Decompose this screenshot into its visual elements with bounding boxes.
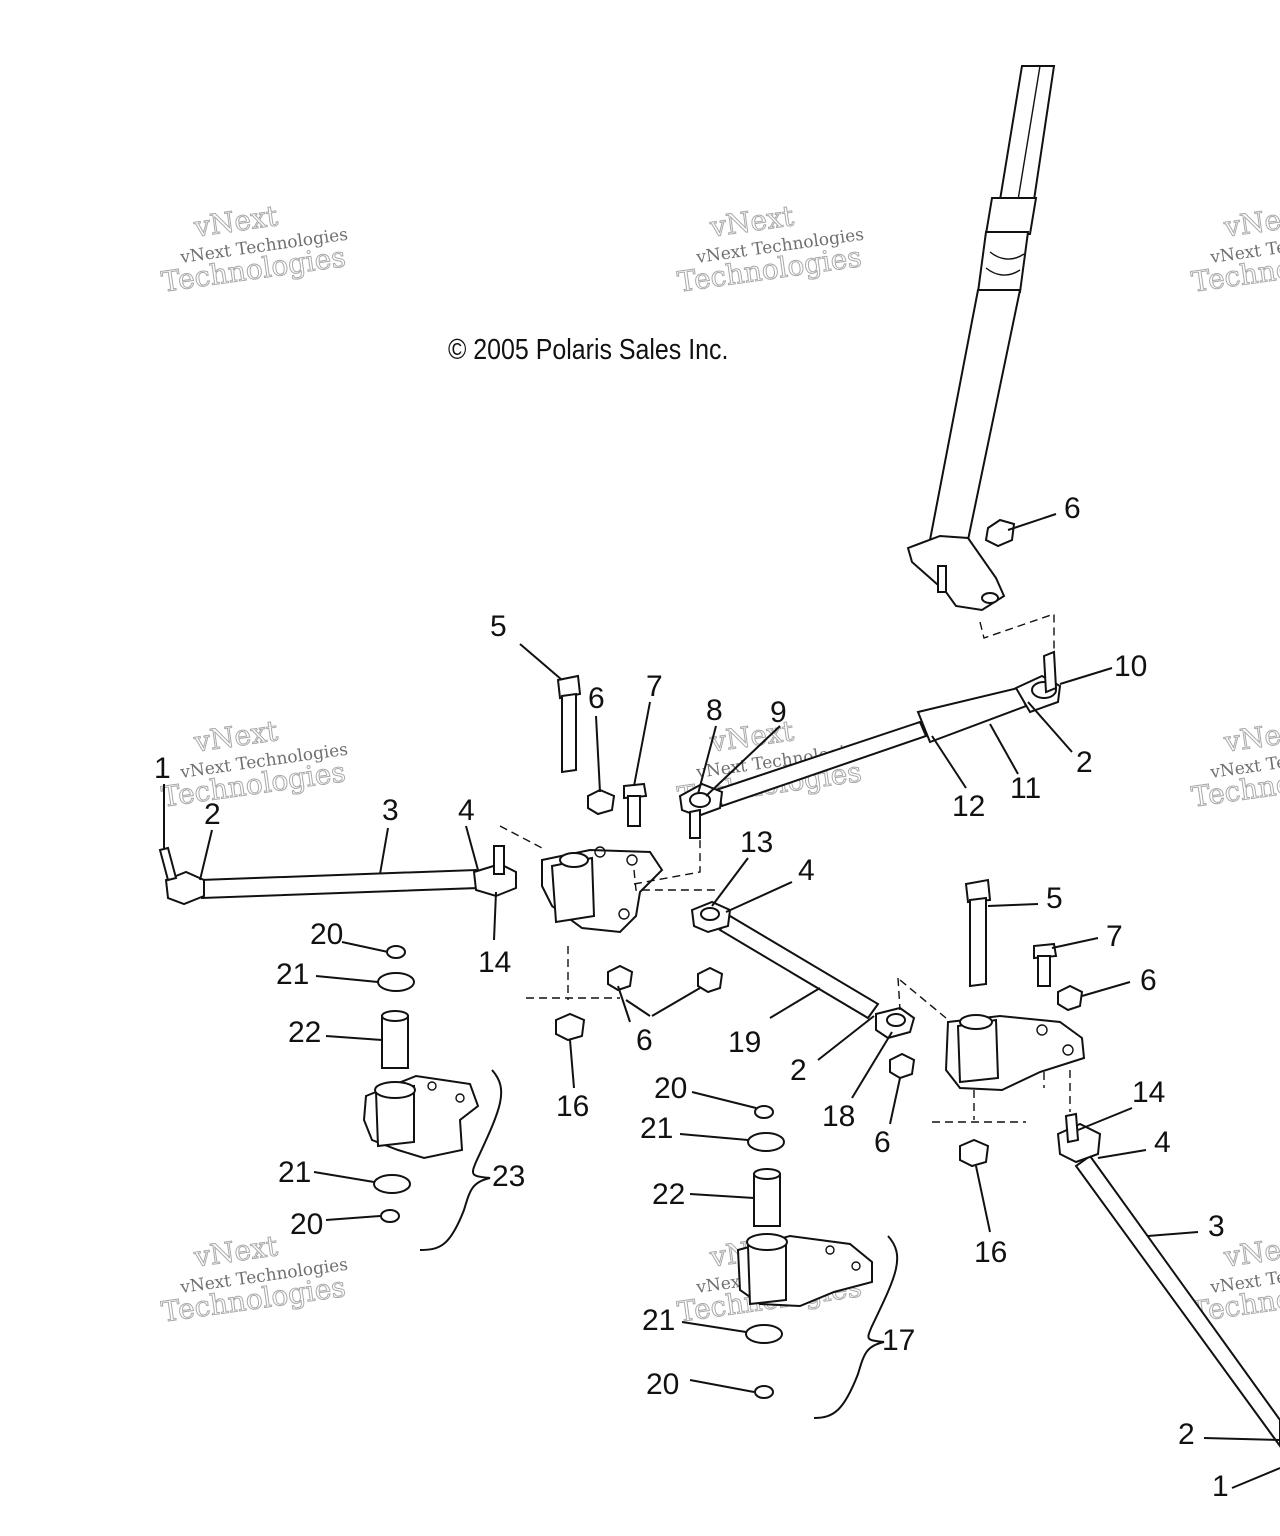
callout-numbers: 6 10 2 11 12 9 8 7 6 5 1 2 3 4 14 13 4 5…: [154, 492, 1229, 1503]
callout-20: 20: [310, 918, 343, 951]
callout-23: 23: [492, 1160, 525, 1193]
callout-8: 8: [706, 694, 723, 727]
svg-text:vNext: vNext: [1221, 1229, 1280, 1274]
callout-13: 13: [740, 826, 773, 859]
callout-21: 21: [640, 1112, 673, 1145]
bolt-5-right: [964, 878, 992, 988]
spindle-assembly-center: [736, 1105, 899, 1419]
nut-16-right: [959, 1138, 990, 1168]
tie-rod-left: [158, 845, 517, 906]
callout-21: 21: [278, 1156, 311, 1189]
callout-5: 5: [490, 610, 507, 643]
bushing-22-left: [381, 1015, 409, 1069]
leader-lines: [163, 513, 1280, 1489]
callout-2: 2: [790, 1054, 807, 1087]
callout-10: 10: [1114, 650, 1147, 683]
callout-3: 3: [1208, 1210, 1225, 1243]
callout-14: 14: [478, 946, 511, 979]
callout-2: 2: [204, 798, 221, 831]
callout-1: 1: [1212, 1470, 1229, 1503]
copyright-notice: © 2005 Polaris Sales Inc.: [448, 334, 729, 366]
callout-20: 20: [654, 1072, 687, 1105]
nut-6-center: [889, 1052, 916, 1080]
washer-20-top-left: [386, 945, 406, 959]
washer-21-top-left: [377, 972, 415, 992]
callout-16: 16: [556, 1090, 589, 1123]
drag-link-upper: [678, 650, 1062, 839]
callout-21: 21: [642, 1304, 675, 1337]
svg-text:vNext: vNext: [1221, 714, 1280, 759]
callout-21: 21: [276, 958, 309, 991]
callout-4: 4: [1154, 1126, 1171, 1159]
steering-column: [906, 65, 1056, 612]
callout-4: 4: [798, 854, 815, 887]
washer-21-bottom-left: [373, 1174, 411, 1194]
callout-19: 19: [728, 1026, 761, 1059]
callout-7: 7: [646, 670, 663, 703]
bushing-22-center: [753, 1173, 781, 1227]
bolt-5-left: [556, 674, 582, 774]
nut-6-upper-left: [587, 788, 616, 816]
callout-12: 12: [952, 790, 985, 823]
washer-21-top-center: [747, 1132, 785, 1152]
nut-6-lower-b: [697, 966, 724, 994]
callout-6: 6: [1140, 964, 1157, 997]
screw-7-right: [1033, 942, 1058, 987]
washer-20-top-center: [754, 1105, 774, 1119]
spindle-assembly-left: [362, 945, 503, 1251]
callout-2: 2: [1076, 746, 1093, 779]
nut-16-left: [555, 1012, 586, 1042]
callout-20: 20: [646, 1368, 679, 1401]
callout-16: 16: [974, 1236, 1007, 1269]
callout-11: 11: [1010, 772, 1041, 805]
callout-17: 17: [882, 1324, 915, 1357]
connector-dash: [979, 613, 1055, 650]
callout-6: 6: [636, 1024, 653, 1057]
callout-5: 5: [1046, 882, 1063, 915]
callout-3: 3: [382, 794, 399, 827]
nut-6-right: [1057, 984, 1084, 1012]
callout-6: 6: [874, 1126, 891, 1159]
washer-20-bottom-left: [380, 1209, 400, 1223]
callout-6: 6: [588, 682, 605, 715]
nut-6-lower-a: [607, 964, 634, 992]
svg-text:vNext: vNext: [1221, 199, 1280, 244]
callout-22: 22: [652, 1178, 685, 1211]
tie-rod-center: [690, 900, 916, 1040]
assembly-dash-left: [499, 825, 620, 1000]
washer-20-bottom-center: [754, 1385, 774, 1399]
idler-arm-right: [944, 1014, 1086, 1092]
callout-18: 18: [822, 1100, 855, 1133]
washer-21-bottom-center: [745, 1324, 783, 1344]
screw-7-left: [623, 782, 648, 827]
assembly-dash-center: [633, 838, 720, 891]
nut-6-top: [984, 518, 1016, 548]
callout-20: 20: [290, 1208, 323, 1241]
callout-7: 7: [1106, 920, 1123, 953]
callout-2: 2: [1178, 1418, 1195, 1451]
assembly-dash-right: [897, 977, 1071, 1123]
tie-rod-right: [1056, 1112, 1280, 1448]
callout-1: 1: [154, 752, 171, 785]
callout-6: 6: [1064, 492, 1081, 525]
idler-arm-left: [541, 846, 664, 934]
callout-14: 14: [1132, 1076, 1165, 1109]
callout-4: 4: [458, 794, 475, 827]
callout-22: 22: [288, 1016, 321, 1049]
callout-9: 9: [770, 696, 787, 729]
